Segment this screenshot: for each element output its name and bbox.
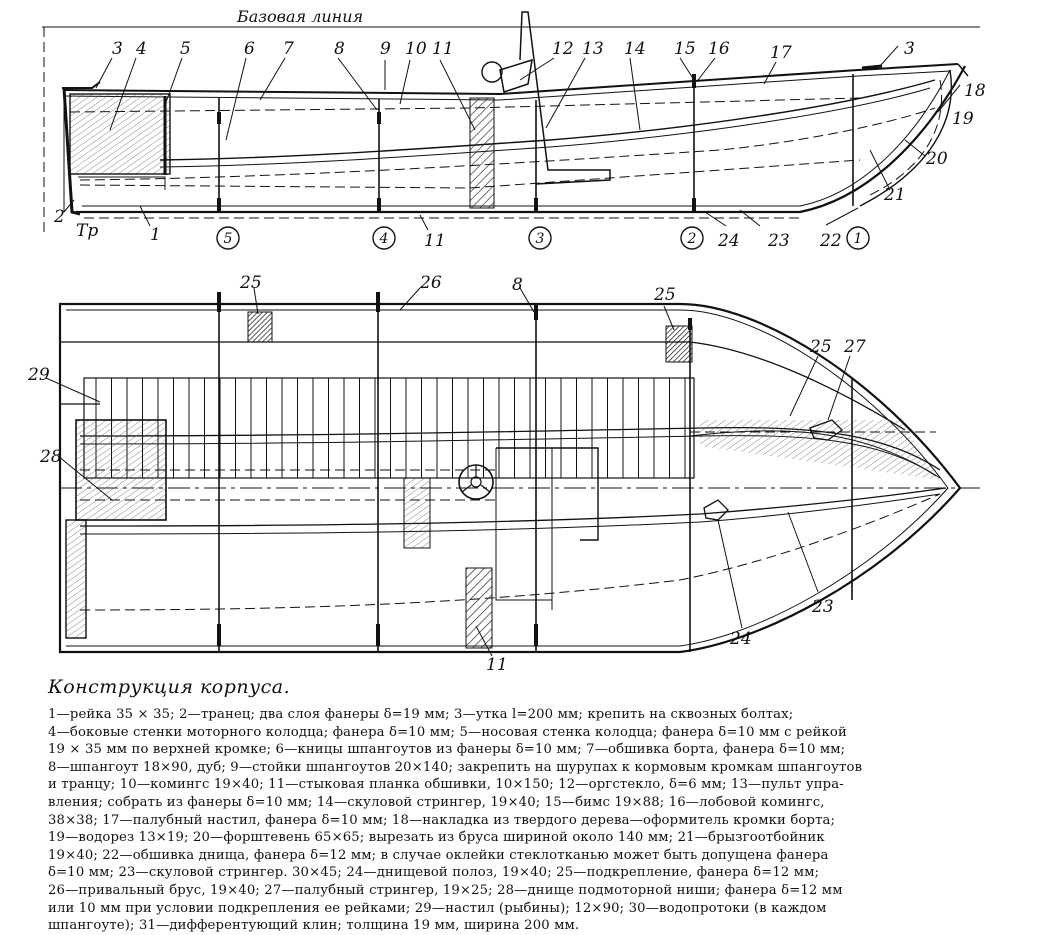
console-plan: [496, 447, 599, 541]
legend-line: вления; собрать из фанеры δ=10 мм; 14—ск…: [48, 794, 825, 810]
side-leaders: [63, 45, 961, 231]
callout-number: 25: [239, 273, 262, 293]
frame-number: 5: [224, 231, 233, 247]
callout-number: 28: [39, 447, 62, 467]
callout-number: 11: [424, 231, 446, 251]
console: [519, 11, 611, 185]
plan-view: 8 11 23 24 25 25 25 26 27 28 29: [27, 273, 980, 670]
frame-number: 1: [854, 231, 863, 247]
transom: [62, 87, 81, 216]
callout-number: 3: [904, 39, 915, 59]
callout-number: 8: [512, 275, 523, 295]
plan-callouts: 8 11 23 24 25 25 25 26 27 28 29: [27, 273, 866, 670]
hull-outline: [58, 302, 962, 654]
callout-number: 5: [180, 39, 191, 59]
motor-well: [69, 93, 171, 175]
caption: Конструкция корпуса. 1—рейка 35 × 35; 2—…: [48, 676, 1038, 935]
plan-frames: [218, 292, 853, 652]
callout-number: 8: [334, 39, 345, 59]
callout-number: 23: [767, 231, 790, 251]
callout-number: 24: [729, 629, 752, 649]
hull-construction-drawing: Базовая линия: [27, 7, 986, 670]
legend-line: 19×40; 22—обшивка днища, фанера δ=12 мм;…: [48, 847, 829, 863]
side-frames: [218, 74, 854, 212]
steering-wheel-icon: [458, 464, 494, 500]
frame-number: 3: [536, 231, 545, 247]
callout-number: 11: [432, 39, 454, 59]
plan-leaders: [45, 287, 851, 657]
callout-number: 13: [582, 39, 604, 59]
legend-line: 26—привальный брус, 19×40; 27—палубный с…: [48, 882, 843, 898]
legend-line: шпангоуте); 31—дифферентующий клин; толщ…: [48, 918, 580, 934]
callout-number: 17: [770, 43, 792, 63]
transom-label: Тр: [76, 221, 98, 241]
legend-line: или 10 мм при условии подкрепления ее ре…: [48, 900, 827, 916]
legend-line: 8—шпангоут 18×90, дуб; 9—стойки шпангоут…: [48, 759, 863, 775]
bottom-line: [76, 65, 966, 214]
callout-number: 7: [283, 39, 294, 59]
callout-number: 14: [624, 39, 646, 59]
legend-line: 19—водорез 13×19; 20—форштевень 65×65; в…: [48, 830, 825, 846]
callout-number: 22: [819, 231, 842, 251]
callout-number: 9: [380, 39, 391, 59]
callout-number: 11: [486, 655, 508, 670]
frame-number: 4: [379, 231, 389, 247]
legend-line: 19 × 35 мм по верхней кромке; 6—кницы шп…: [48, 742, 846, 758]
callout-number: 18: [964, 81, 986, 101]
caption-title: Конструкция корпуса.: [48, 676, 291, 698]
callout-number: 26: [419, 273, 442, 293]
callout-number: 23: [811, 597, 834, 617]
frame-number: 2: [687, 231, 697, 247]
callout-number: 16: [708, 39, 730, 59]
legend: 1—рейка 35 × 35; 2—транец; два слоя фане…: [48, 706, 1038, 935]
callout-number: 25: [653, 285, 676, 305]
floorboards: [83, 377, 695, 479]
callout-number: 10: [405, 39, 427, 59]
motor-well-bottom: [75, 419, 167, 521]
legend-line: δ=10 мм; 23—скуловой стрингер. 30×45; 24…: [48, 865, 820, 881]
callout-number: 12: [552, 39, 574, 59]
callout-number: 20: [925, 149, 948, 169]
butt-strap: [469, 97, 495, 209]
side-view: Базовая линия: [42, 7, 986, 251]
side-callouts: 1 2 3 3 4 5 6 7 8 9 10 11 11 12 13 14 15…: [53, 39, 986, 251]
callout-number: 4: [135, 39, 147, 59]
callout-number: 1: [150, 225, 161, 245]
chine-stringer: [159, 79, 936, 161]
callout-number: 24: [717, 231, 740, 251]
callout-number: 25: [809, 337, 832, 357]
legend-line: 1—рейка 35 × 35; 2—транец; два слоя фане…: [48, 707, 794, 722]
callout-number: 6: [244, 39, 255, 59]
frame-numbers: [216, 226, 870, 250]
callout-number: 2: [53, 207, 65, 227]
callout-number: 21: [883, 185, 906, 205]
callout-number: 3: [112, 39, 123, 59]
callout-number: 19: [952, 109, 974, 129]
callout-number: 29: [27, 365, 50, 385]
callout-number: 15: [674, 39, 696, 59]
legend-line: 4—боковые стенки моторного колодца; фане…: [48, 724, 847, 740]
legend-line: и транцу; 10—комингс 19×40; 11—стыковая …: [48, 777, 844, 793]
sheer-line: [63, 63, 959, 96]
reinforcement-aft: [247, 311, 273, 343]
legend-line: 38×38; 17—палубный настил, фанера δ=10 м…: [48, 812, 836, 828]
reinforcement-mid: [665, 325, 693, 363]
callout-number: 27: [843, 337, 866, 357]
baseline-label: Базовая линия: [236, 7, 363, 26]
